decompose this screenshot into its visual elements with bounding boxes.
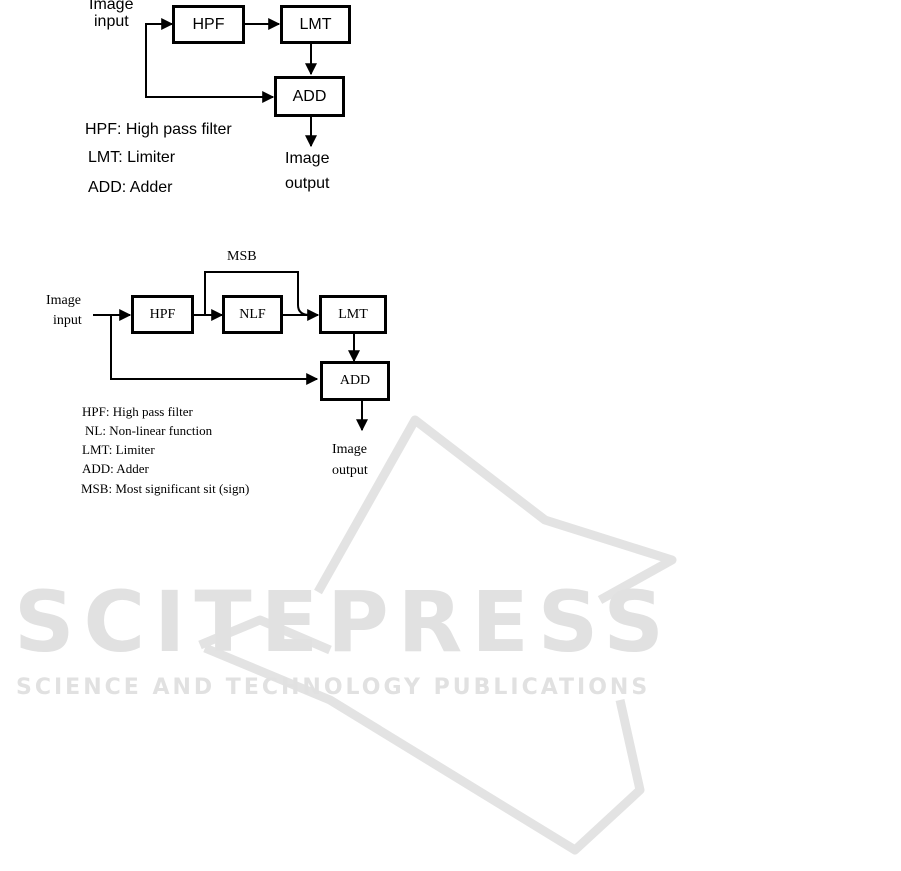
d2-legend-nl: NL: Non-linear function — [85, 423, 212, 439]
d2-nlf-block: NLF — [222, 295, 283, 334]
d1-input-label-line2: input — [94, 13, 129, 31]
d2-msb-label: MSB — [227, 249, 257, 265]
d2-add-block-label: ADD — [340, 373, 370, 389]
d1-lmt-block: LMT — [280, 5, 351, 44]
d1-hpf-block: HPF — [172, 5, 245, 44]
d2-legend-lmt: LMT: Limiter — [82, 442, 155, 458]
d1-add-block-label: ADD — [293, 88, 327, 106]
d1-legend-add: ADD: Adder — [88, 179, 172, 197]
d1-legend-hpf: HPF: High pass filter — [85, 121, 232, 139]
d1-output-label-line1: Image — [285, 150, 329, 168]
d2-input-label-line2: input — [53, 313, 82, 329]
d2-nlf-block-label: NLF — [239, 307, 265, 323]
d2-output-label-line1: Image — [332, 442, 367, 458]
d1-lmt-block-label: LMT — [300, 16, 332, 34]
d1-hpf-block-label: HPF — [193, 16, 225, 34]
d2-hpf-block: HPF — [131, 295, 194, 334]
d1-output-label-line2: output — [285, 175, 329, 193]
d1-legend-lmt: LMT: Limiter — [88, 149, 175, 167]
d2-output-label-line2: output — [332, 463, 368, 479]
d2-input-label-line1: Image — [46, 293, 81, 309]
d2-legend-add: ADD: Adder — [82, 461, 149, 477]
d1-input-label-line1: Image — [89, 0, 133, 14]
d2-lmt-block-label: LMT — [338, 307, 368, 323]
d2-lmt-block: LMT — [319, 295, 387, 334]
d2-add-block: ADD — [320, 361, 390, 401]
d2-legend-msb: MSB: Most significant sit (sign) — [81, 481, 249, 497]
d2-legend-hpf: HPF: High pass filter — [82, 404, 193, 420]
d2-hpf-block-label: HPF — [150, 307, 176, 323]
d1-add-block: ADD — [274, 76, 345, 117]
